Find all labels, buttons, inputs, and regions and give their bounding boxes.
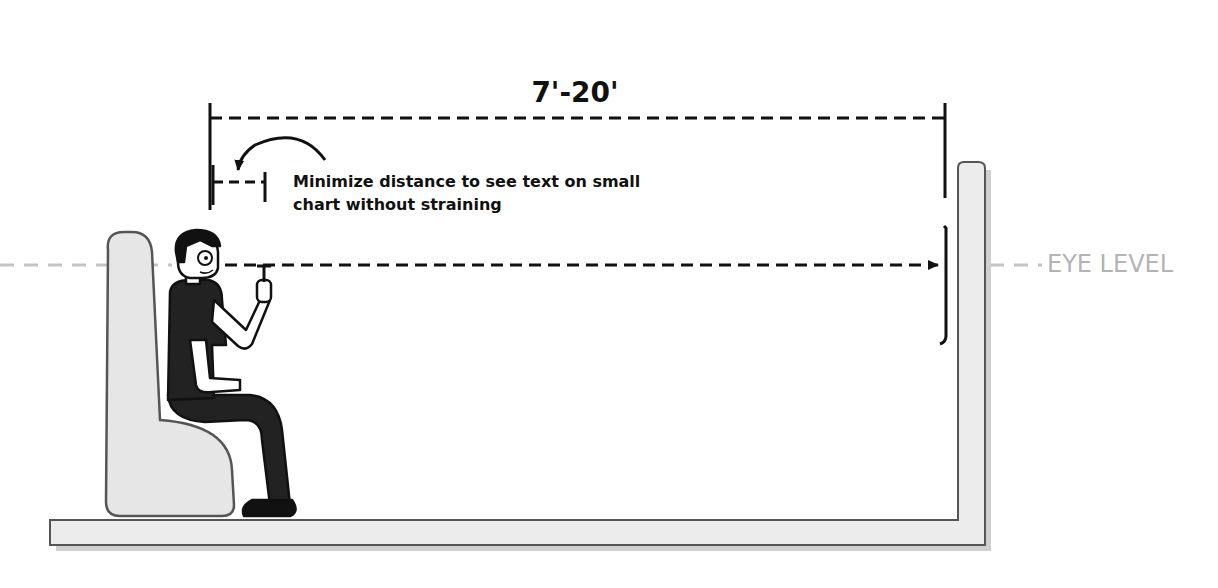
eye-level-label: EYE LEVEL <box>1047 250 1212 278</box>
dimension-label: 7'-20' <box>475 76 675 109</box>
note-text: Minimize distance to see text on small c… <box>293 170 653 216</box>
